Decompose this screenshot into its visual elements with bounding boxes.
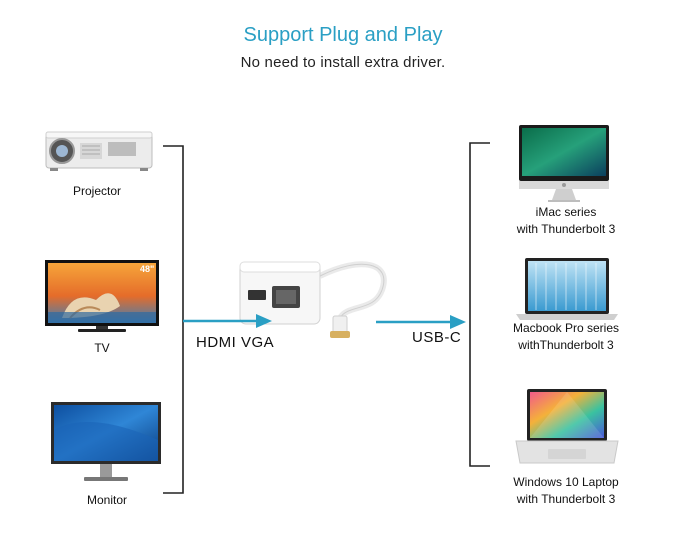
macbook-pro-label-line1: Macbook Pro series — [512, 321, 620, 335]
macbook-pro-label-line2: withThunderbolt 3 — [518, 338, 614, 352]
left-bracket — [163, 145, 184, 494]
windows-laptop-icon — [515, 389, 619, 464]
windows-laptop-label: Windows 10 Laptop with Thunderbolt 3 — [494, 474, 638, 508]
usb-c-label: USB-C — [412, 329, 462, 346]
page-subtitle: No need to install extra driver. — [240, 54, 446, 71]
projector-label: Projector — [72, 184, 122, 198]
imac-label-line2: with Thunderbolt 3 — [516, 222, 616, 236]
right-bracket — [469, 142, 490, 467]
projector-icon — [45, 131, 153, 171]
monitor-label: Monitor — [86, 493, 127, 507]
windows-laptop-label-line2: with Thunderbolt 3 — [516, 492, 616, 506]
macbook-pro-icon — [516, 258, 618, 320]
windows-laptop-label-line1: Windows 10 Laptop — [513, 475, 619, 489]
tv-label: TV — [94, 341, 110, 355]
imac-label: iMac series with Thunderbolt 3 — [496, 204, 636, 238]
hdmi-vga-label: HDMI VGA — [196, 334, 275, 351]
arrow-left — [183, 314, 272, 328]
tv-icon — [45, 260, 159, 332]
monitor-icon — [51, 402, 161, 481]
adapter-icon — [239, 261, 387, 338]
imac-label-line1: iMac series — [535, 205, 597, 219]
imac-icon — [519, 125, 609, 202]
tv-size-badge: 48" — [140, 264, 155, 274]
page-title: Support Plug and Play — [243, 24, 443, 46]
arrow-right — [376, 315, 466, 329]
macbook-pro-label: Macbook Pro series withThunderbolt 3 — [496, 320, 636, 354]
